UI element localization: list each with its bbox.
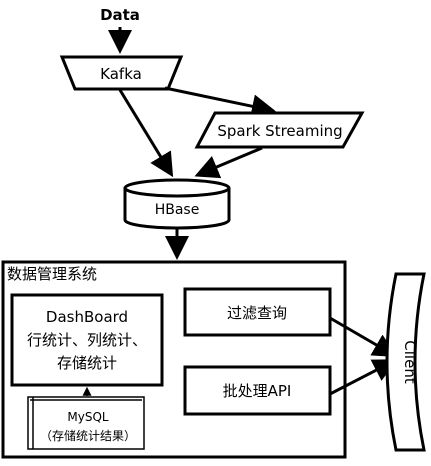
dashboard-title: DashBoard [46, 308, 128, 326]
system-title: 数据管理系统 [7, 265, 97, 283]
mysql-subtitle: （存储统计结果） [40, 428, 136, 443]
hbase-node: HBase [123, 178, 231, 230]
mysql-title: MySQL [67, 410, 109, 424]
batch-api-node: 批处理API [183, 365, 332, 416]
data-source-label: Data [100, 6, 140, 24]
batch-api-label: 批处理API [223, 382, 292, 400]
dashboard-node: DashBoard 行统计、列统计、 存储统计 [10, 293, 164, 387]
edge-spark-to-hbase [194, 146, 263, 179]
spark-streaming-node: Spark Streaming [194, 111, 365, 149]
edge-kafka-to-hbase [118, 89, 174, 178]
spark-streaming-label: Spark Streaming [217, 122, 342, 140]
dashboard-line1: 行统计、列统计、 [27, 331, 147, 349]
filter-query-label: 过滤查询 [227, 304, 287, 322]
edge-filter-to-client [329, 316, 398, 358]
dashboard-line2: 存储统计 [57, 354, 117, 372]
client-label: Client [401, 340, 419, 384]
edge-kafka-to-spark [164, 86, 276, 119]
filter-query-node: 过滤查询 [183, 287, 332, 337]
kafka-label: Kafka [100, 65, 142, 83]
mysql-node: MySQL （存储统计结果） [27, 396, 145, 450]
kafka-node: Kafka [59, 55, 184, 91]
client-node: Client [385, 272, 426, 452]
hbase-label: HBase [155, 202, 200, 218]
edge-batch-to-client [329, 359, 398, 396]
